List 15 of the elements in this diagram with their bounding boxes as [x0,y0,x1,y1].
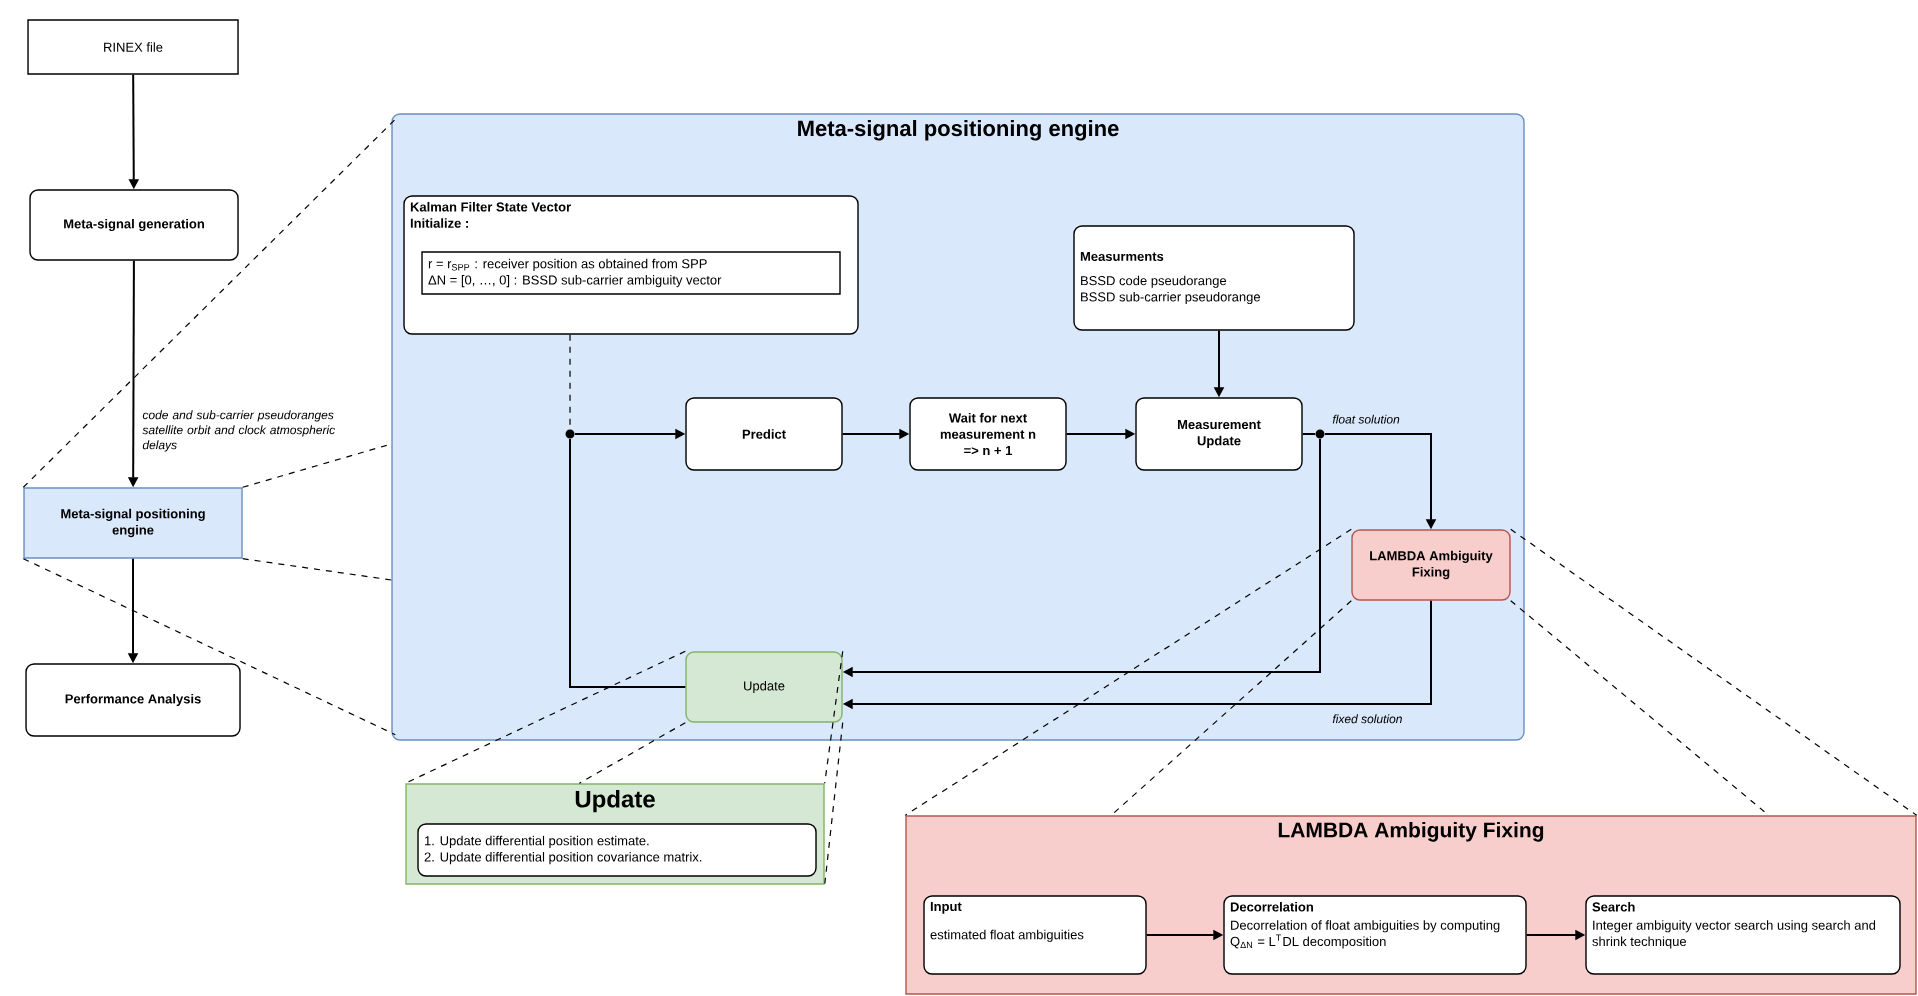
zoom-line [578,722,686,784]
connector-line [1301,433,1317,435]
zoom-line [1510,528,1918,816]
zoom-line [1510,600,1770,816]
zoom-line [1110,600,1352,816]
zoom-line [22,558,396,736]
zoom-line [242,443,392,488]
connector-line [569,334,571,430]
zoom-line [824,650,844,784]
zoom-line [242,558,392,581]
connector-line [569,437,687,688]
zoom-line [22,118,396,488]
zoom-line [824,722,844,886]
zoom-line [904,528,1352,816]
zoom-line [404,650,686,784]
